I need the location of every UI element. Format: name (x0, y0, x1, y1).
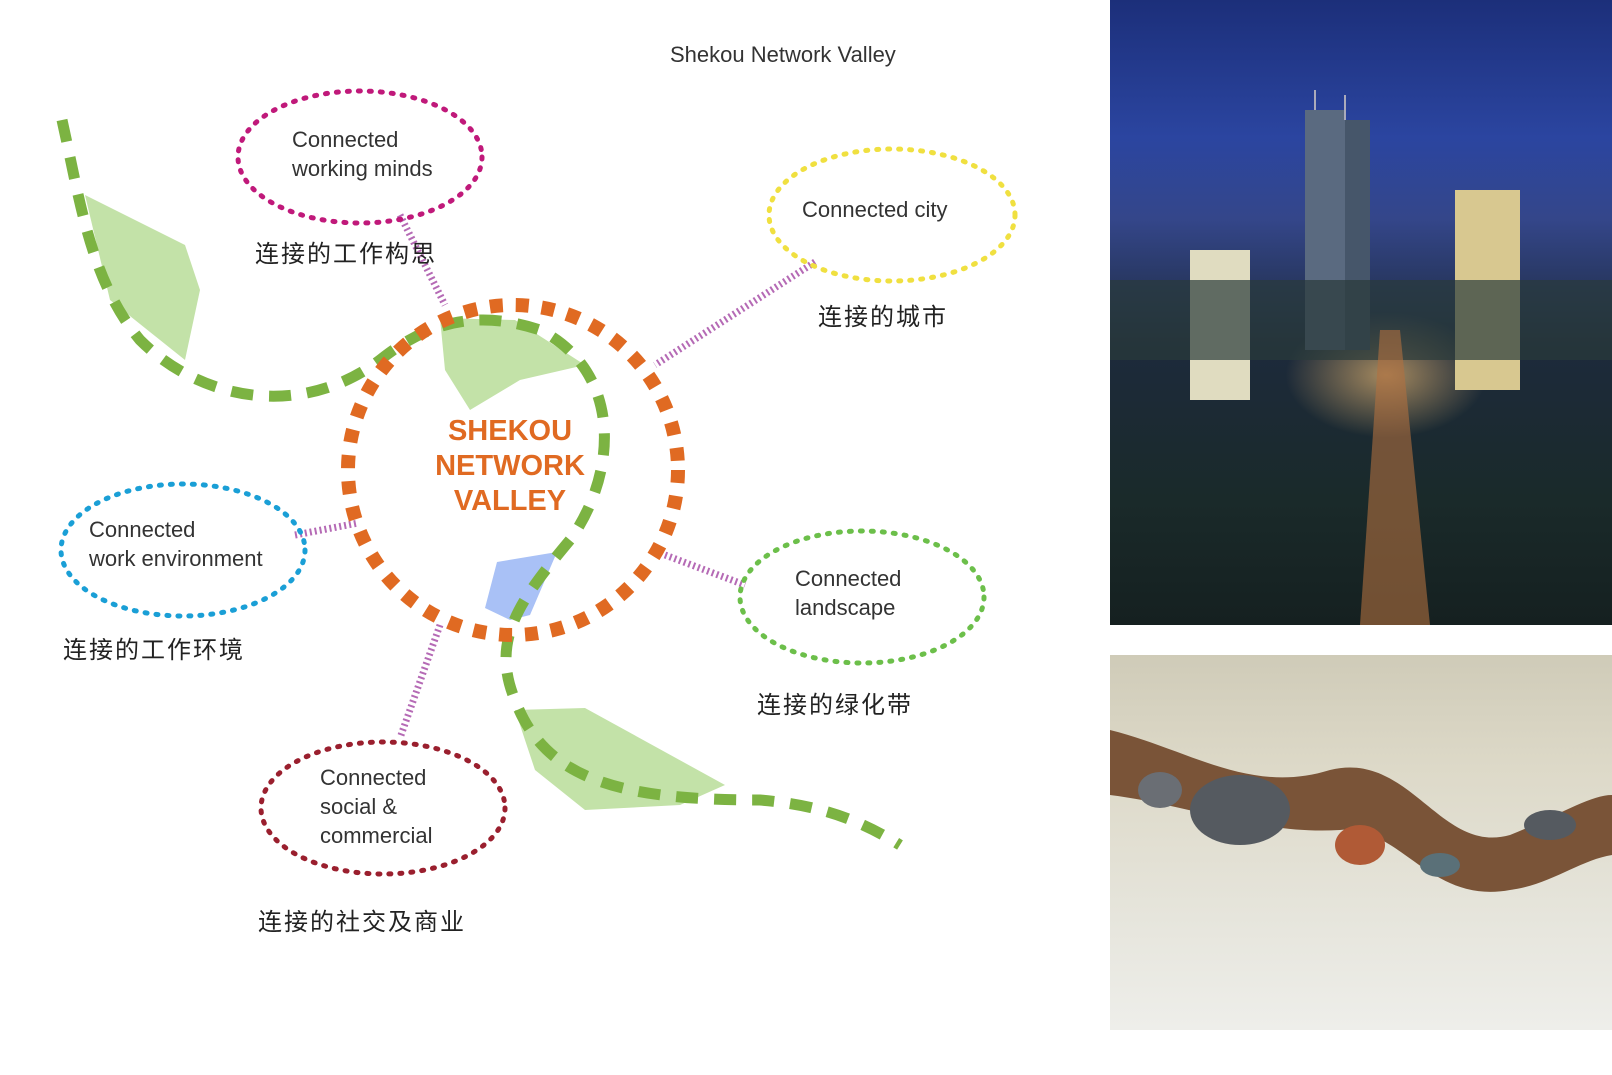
node-landscape-cn: 连接的绿化带 (757, 691, 913, 719)
node-work-environment-label-1: Connected (89, 517, 195, 542)
city-skyline-illustration (1110, 90, 1612, 625)
node-social-commercial-label-1: Connected (320, 765, 426, 790)
water-shape (485, 552, 557, 620)
node-social-commercial-ellipse (258, 739, 508, 877)
node-social-commercial-label-3: commercial (320, 823, 432, 848)
leaf-shape-center (440, 318, 585, 410)
node-working-minds-label-1: Connected (292, 127, 398, 152)
node-social-commercial-cn: 连接的社交及商业 (258, 908, 466, 936)
city-night-photo (1110, 0, 1612, 625)
center-label-line-2: NETWORK (435, 450, 585, 482)
node-landscape-label-2: landscape (795, 595, 895, 620)
leaf-shape-left (85, 195, 200, 360)
green-network-path (56, 118, 903, 850)
node-working-minds-ellipse (235, 88, 485, 226)
node-social-commercial-label-2: social & (320, 794, 397, 819)
node-work-environment-cn: 连接的工作环境 (63, 636, 245, 664)
stone-river-photo (1110, 655, 1612, 1030)
stone-river-illustration (1110, 730, 1612, 892)
node-city-ellipse (766, 146, 1018, 284)
node-landscape-ellipse (737, 528, 987, 666)
node-working-minds-label-2: working minds (291, 156, 433, 181)
node-city-label-1: Connected city (802, 197, 948, 222)
node-work-environment-label-2: work environment (88, 546, 263, 571)
connector-lines (294, 213, 817, 740)
center-ring (341, 298, 685, 642)
node-work-environment-ellipse (58, 481, 308, 619)
center-label-line-1: SHEKOU (448, 415, 572, 447)
leaf-shape-bottom (515, 708, 725, 810)
node-working-minds-cn: 连接的工作构思 (255, 240, 437, 268)
center-label-line-3: VALLEY (454, 485, 566, 517)
diagram-title: Shekou Network Valley (670, 42, 896, 67)
node-city-cn: 连接的城市 (818, 303, 948, 331)
node-landscape-label-1: Connected (795, 566, 901, 591)
